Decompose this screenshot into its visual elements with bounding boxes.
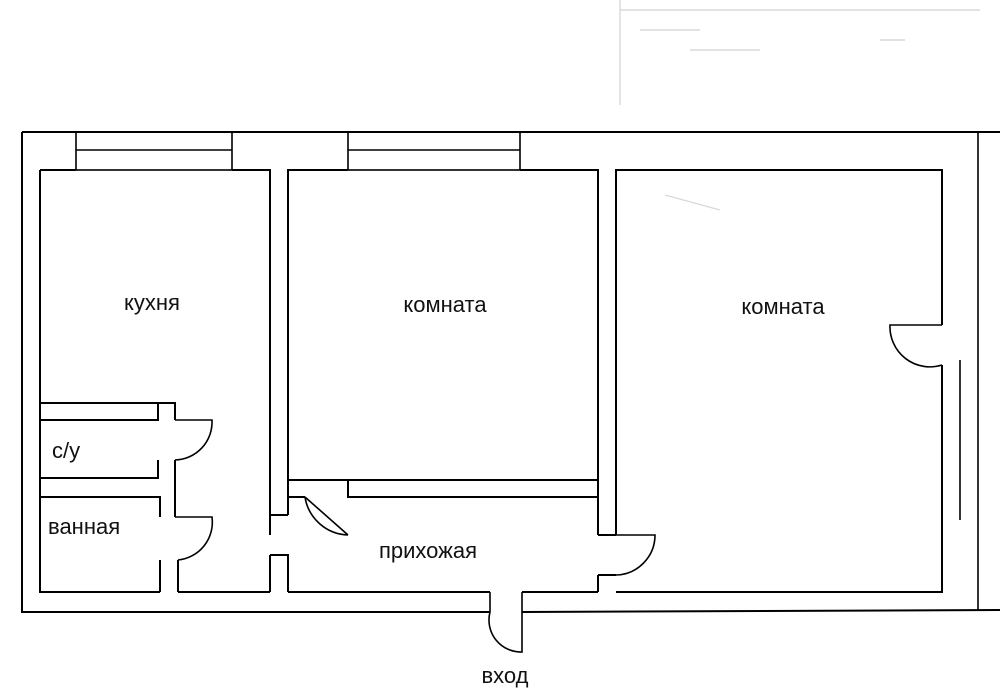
label-toilet: с/у: [52, 438, 80, 463]
label-entrance: вход: [481, 663, 528, 688]
hallway-walls: [269, 479, 616, 592]
label-room-right: комната: [741, 294, 825, 319]
outer-wall: [21, 131, 1000, 613]
window-room-right: [959, 132, 979, 610]
door-room-right: [615, 534, 656, 576]
window-kitchen: [75, 131, 233, 171]
door-entrance: [488, 592, 523, 653]
door-room-middle: [304, 496, 349, 536]
door-bathroom: [175, 516, 214, 561]
label-room-middle: комната: [403, 292, 487, 317]
window-room-middle: [347, 131, 521, 171]
door-balcony: [889, 324, 943, 368]
label-kitchen: кухня: [124, 290, 180, 315]
bathroom-block: [40, 402, 179, 592]
background-artifacts: [619, 0, 980, 211]
label-hallway: прихожая: [379, 538, 477, 563]
door-toilet: [174, 419, 213, 461]
label-bathroom: ванная: [48, 514, 120, 539]
